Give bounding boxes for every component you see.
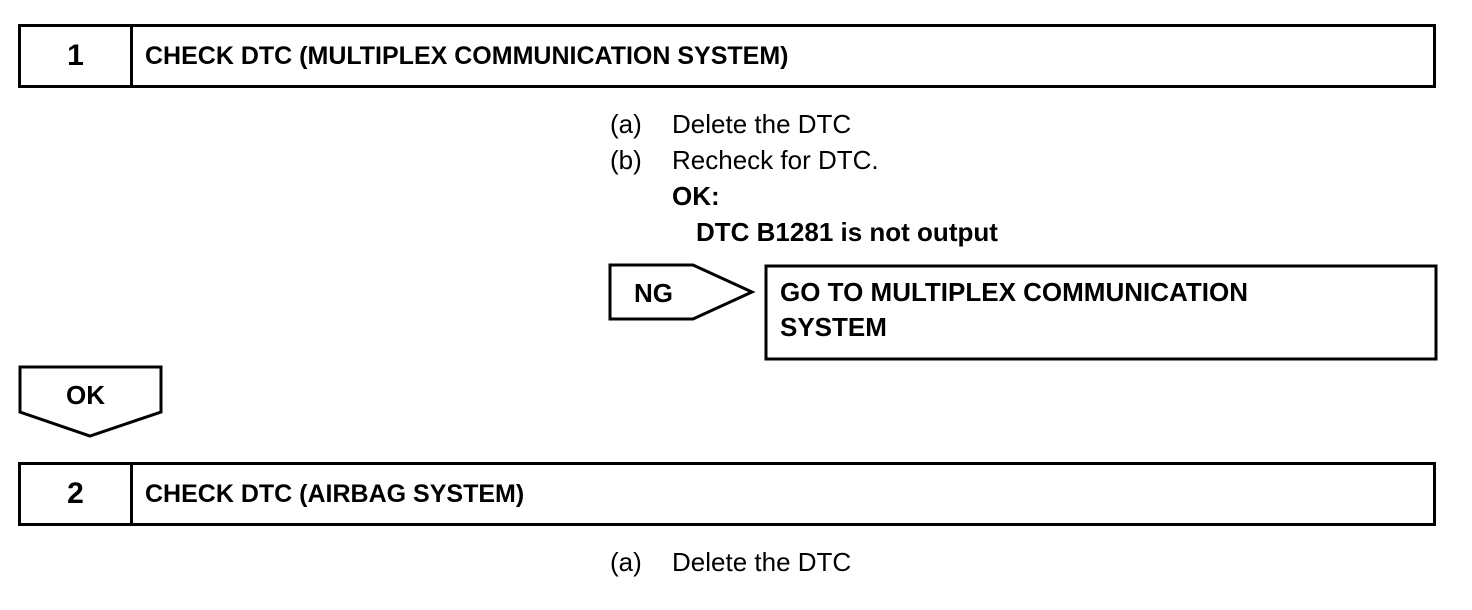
ng-action-text: GO TO MULTIPLEX COMMUNICATION SYSTEM bbox=[780, 275, 1248, 345]
step-2-item-a-label: (a) bbox=[610, 547, 642, 577]
ok-arrow-label: OK bbox=[66, 380, 105, 410]
ng-action-line-1: GO TO MULTIPLEX COMMUNICATION bbox=[780, 277, 1248, 307]
step-2-number: 2 bbox=[21, 465, 133, 523]
ng-arrow-shape bbox=[608, 263, 756, 321]
ok-condition: DTC B1281 is not output bbox=[696, 217, 998, 247]
step-1-number: 1 bbox=[21, 27, 133, 85]
step-2-item-a-text: Delete the DTC bbox=[672, 547, 852, 577]
step-1-item-a-label: (a) bbox=[610, 109, 642, 139]
ng-label: NG bbox=[634, 278, 673, 308]
step-1-item-b-label: (b) bbox=[610, 145, 642, 175]
step-1-item-a-text: Delete the DTC bbox=[672, 109, 852, 139]
ok-arrow-shape bbox=[18, 365, 163, 438]
ok-heading: OK: bbox=[672, 181, 720, 211]
ng-action-box bbox=[764, 264, 1438, 361]
step-1-item-b-text: Recheck for DTC. bbox=[672, 145, 879, 175]
step-1-header: 1 CHECK DTC (MULTIPLEX COMMUNICATION SYS… bbox=[18, 24, 1436, 88]
step-2-header: 2 CHECK DTC (AIRBAG SYSTEM) bbox=[18, 462, 1436, 526]
step-1-title: CHECK DTC (MULTIPLEX COMMUNICATION SYSTE… bbox=[145, 41, 789, 70]
step-2-title: CHECK DTC (AIRBAG SYSTEM) bbox=[145, 479, 525, 508]
ng-action-line-2: SYSTEM bbox=[780, 312, 887, 343]
